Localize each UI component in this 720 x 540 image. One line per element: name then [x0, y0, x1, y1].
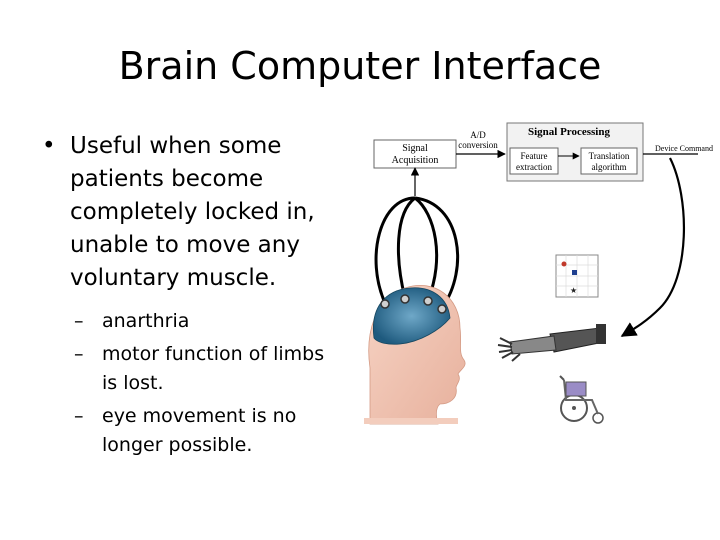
- sub-bullet-text: eye movement is no longer possible.: [102, 405, 296, 456]
- translation-label-2: algorithm: [592, 162, 627, 172]
- ad-label-1: A/D: [470, 130, 486, 140]
- main-bullet-text: Useful when some patients become complet…: [70, 133, 315, 291]
- cursor-grid-icon: ★: [556, 255, 598, 297]
- head-illustration: [364, 285, 465, 424]
- dash-icon: –: [74, 307, 84, 336]
- bullet-list: • Useful when some patients become compl…: [40, 130, 350, 464]
- main-bullet: • Useful when some patients become compl…: [40, 130, 350, 295]
- bci-diagram: Signal Acquisition A/D conversion Signal…: [360, 118, 720, 448]
- wheelchair-icon: [560, 376, 603, 423]
- feature-extraction-label-2: extraction: [516, 162, 552, 172]
- device-command-arrow: [622, 158, 684, 336]
- svg-text:★: ★: [570, 286, 577, 295]
- sub-bullet: – motor function of limbs is lost.: [40, 340, 342, 398]
- signal-acquisition-label-1: Signal: [402, 143, 428, 154]
- signal-acquisition-box: Signal Acquisition: [374, 140, 456, 168]
- dash-icon: –: [74, 340, 84, 369]
- sub-bullet-list: – anarthria – motor function of limbs is…: [40, 307, 350, 460]
- dash-icon: –: [74, 402, 84, 431]
- signal-processing-box: Signal Processing Feature extraction Tra…: [507, 123, 643, 181]
- ad-label-2: conversion: [458, 140, 498, 150]
- feature-extraction-label-1: Feature: [521, 151, 548, 161]
- signal-acquisition-label-2: Acquisition: [392, 155, 439, 166]
- robotic-arm-icon: [498, 324, 606, 361]
- bullet-icon: •: [42, 130, 56, 163]
- translation-label-1: Translation: [589, 151, 630, 161]
- signal-processing-title: Signal Processing: [528, 126, 611, 138]
- sub-bullet: – eye movement is no longer possible.: [40, 402, 342, 460]
- sub-bullet: – anarthria: [40, 307, 342, 336]
- sub-bullet-text: anarthria: [102, 310, 189, 332]
- device-command-label: Device Command: [655, 144, 713, 153]
- sub-bullet-text: motor function of limbs is lost.: [102, 343, 324, 394]
- slide-title: Brain Computer Interface: [0, 44, 720, 88]
